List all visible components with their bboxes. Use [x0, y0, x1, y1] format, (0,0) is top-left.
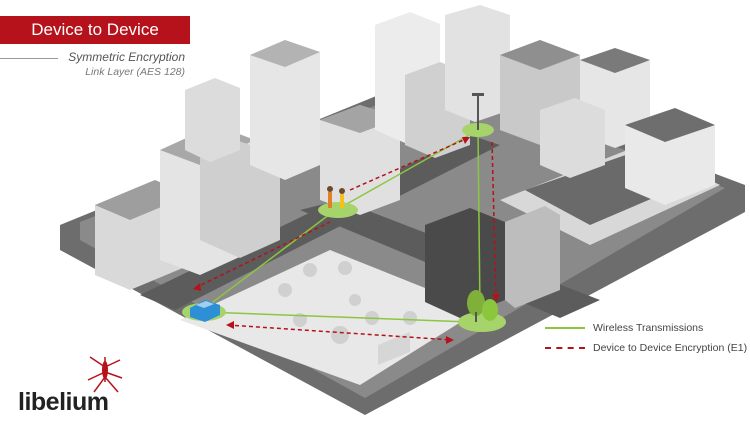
buildings-right: [540, 48, 715, 205]
solid-line-icon: [545, 327, 585, 329]
buildings-left: [95, 40, 320, 290]
wireless-links: [204, 129, 481, 323]
dashed-line-icon: [545, 347, 585, 349]
legend: Wireless Transmissions Device to Device …: [545, 319, 747, 359]
building-glass: [505, 206, 560, 308]
mosquito-icon: [87, 356, 123, 393]
people-node: [318, 202, 358, 218]
streetlight-icon: [472, 93, 484, 130]
brand-logo: libelium: [18, 388, 109, 416]
legend-label: Wireless Transmissions: [593, 322, 704, 334]
legend-label: Device to Device Encryption (E1): [593, 342, 748, 354]
encryption-links: [194, 137, 497, 341]
tree-node: [458, 312, 506, 332]
subtitle-rule: [0, 58, 58, 59]
park-trees: [278, 261, 417, 344]
buildings-center: [320, 5, 580, 215]
page-title: Device to Device: [0, 16, 190, 44]
people-icon: [327, 186, 345, 208]
legend-item-wireless: Wireless Transmissions: [545, 319, 747, 337]
legend-item-encryption: Device to Device Encryption (E1): [545, 339, 747, 357]
building-dark-pattern: [425, 208, 505, 318]
billboard: [378, 332, 410, 365]
encryption-arrowheads: [193, 137, 500, 344]
subtitle-detail: Link Layer (AES 128): [85, 66, 185, 78]
tree-icon: [467, 290, 498, 322]
road-main: [140, 135, 500, 310]
subtitle: Symmetric Encryption: [68, 50, 185, 64]
car-icon: [190, 300, 220, 322]
